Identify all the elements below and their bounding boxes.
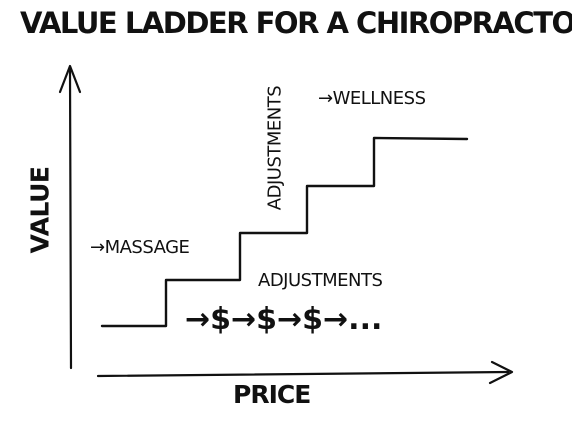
diagram-title: VALUE LADDER FOR A CHIROPRACTOR: [20, 6, 572, 40]
y-axis-arrowhead: [58, 64, 82, 94]
adjustments-vertical-label: ADJUSTMENTS: [264, 85, 286, 211]
y-axis-label: VALUE: [25, 166, 55, 254]
wellness-label: →WELLNESS: [318, 88, 426, 109]
adjustments-horizontal-label: ADJUSTMENTS: [258, 270, 383, 291]
value-ladder-steps: [100, 136, 469, 328]
x-axis-line: [96, 370, 510, 378]
massage-label: →MASSAGE: [90, 237, 190, 258]
x-axis-label: PRICE: [233, 380, 311, 409]
y-axis-line: [68, 68, 73, 370]
x-axis-arrowhead: [488, 360, 514, 385]
dollar-sequence-label: →$→$→$→...: [185, 302, 383, 337]
